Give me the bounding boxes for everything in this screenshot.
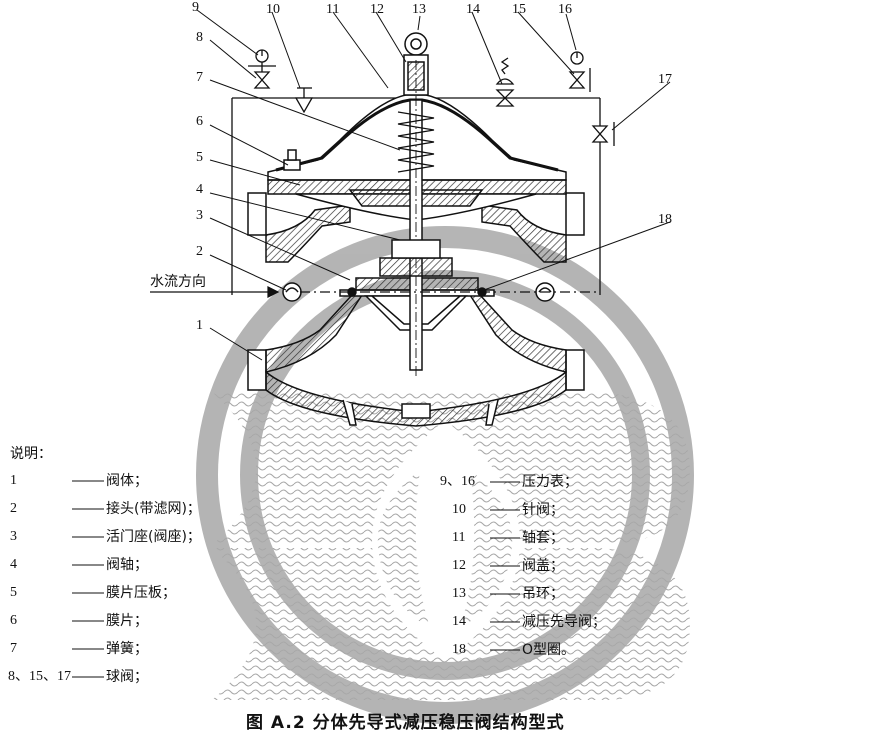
bonnet-assembly	[267, 32, 567, 378]
legend-text: 压力表；	[522, 474, 578, 490]
legend-num: 14	[452, 614, 466, 629]
legend-num: 9、16	[440, 474, 475, 489]
callout-3: 3	[196, 208, 203, 223]
legend-num: 5	[10, 585, 17, 600]
needle-valve-10	[294, 87, 314, 114]
legend-text: 阀盖；	[522, 558, 564, 574]
legend-num: 13	[452, 586, 466, 601]
legend-num: 12	[452, 558, 466, 573]
legend-text: 膜片压板；	[106, 585, 176, 601]
watermark	[196, 226, 694, 724]
legend-text: 阀体；	[106, 473, 148, 489]
legend-text: 球阀；	[106, 669, 148, 685]
legend-text: O型圈。	[522, 642, 576, 658]
callout-13: 13	[412, 2, 426, 17]
flow-arrow	[150, 286, 600, 298]
pressure-gauge-16	[570, 51, 584, 65]
callout-12: 12	[370, 2, 384, 17]
legend-text: 阀轴；	[106, 557, 148, 573]
legend-num: 2	[10, 501, 17, 516]
callout-15: 15	[512, 2, 526, 17]
ball-valve-17	[591, 122, 615, 146]
legend-text: 接头(带滤网)；	[106, 501, 201, 517]
callout-7: 7	[196, 70, 203, 85]
callout-8: 8	[196, 30, 203, 45]
legend-leaders	[72, 480, 520, 678]
callout-17: 17	[658, 72, 672, 87]
ball-valve-8	[248, 62, 276, 89]
callout-1: 1	[196, 318, 203, 333]
figure-caption: 图 A.2 分体先导式减压稳压阀结构型式	[246, 713, 565, 733]
legend-num: 18	[452, 642, 466, 657]
flow-direction-label: 水流方向	[150, 274, 206, 290]
legend-text: 弹簧；	[106, 641, 148, 657]
legend-text: 吊环；	[522, 586, 564, 602]
legend-text: 活门座(阀座)；	[106, 529, 201, 545]
legend-title: 说明：	[10, 446, 52, 462]
legend-num: 10	[452, 502, 466, 517]
legend-text: 减压先导阀；	[522, 614, 606, 630]
callout-10: 10	[266, 2, 280, 17]
legend-num: 4	[10, 557, 17, 572]
callout-11: 11	[326, 2, 340, 17]
legend-num: 3	[10, 529, 17, 544]
legend-text: 针阀；	[522, 502, 564, 518]
pilot-valve-14	[495, 57, 515, 107]
leader-lines	[196, 9, 671, 361]
legend-num: 8、15、17	[8, 669, 71, 684]
legend-num: 6	[10, 613, 17, 628]
callout-4: 4	[196, 182, 203, 197]
callout-14: 14	[466, 2, 480, 17]
callout-5: 5	[196, 150, 203, 165]
pressure-gauge-9	[255, 49, 269, 63]
ball-valve-15	[568, 68, 591, 92]
legend-num: 11	[452, 530, 466, 545]
callout-18: 18	[658, 212, 672, 227]
legend-num: 1	[10, 473, 17, 488]
callout-2: 2	[196, 244, 203, 259]
legend-num: 7	[10, 641, 17, 656]
callout-16: 16	[558, 2, 572, 17]
callout-9: 9	[192, 0, 199, 15]
legend-text: 膜片；	[106, 613, 148, 629]
callout-6: 6	[196, 114, 203, 129]
legend-text: 轴套；	[522, 530, 564, 546]
